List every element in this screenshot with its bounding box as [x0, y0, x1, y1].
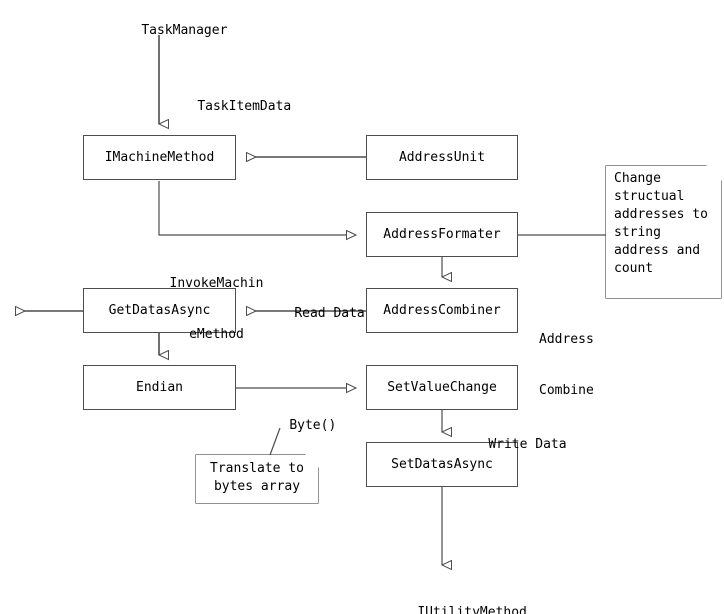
- actor-iutilitymethod-label: IUtilityMethod: [417, 605, 527, 614]
- edge-label-task-item-data: TaskItemData: [166, 81, 291, 132]
- edge-label-invoke-machine-method-line2: eMethod: [189, 327, 244, 342]
- edge-note-translate-connector: [269, 427, 281, 456]
- edge-label-address-combine: Address Combine: [539, 297, 594, 433]
- edge-label-task-item-data-text: TaskItemData: [197, 99, 292, 114]
- note-address-text: Change structual addresses to string add…: [614, 171, 716, 276]
- node-addressformater-label: AddressFormater: [383, 227, 501, 242]
- node-setvaluechange-label: SetValueChange: [387, 380, 497, 395]
- edge-label-invoke-machine-method: InvokeMachin eMethod: [159, 241, 274, 377]
- node-getdatasasync-label: GetDatasAsync: [108, 303, 211, 318]
- edge-label-address-combine-line2: Combine: [539, 383, 594, 398]
- edge-label-invoke-machine-method-line1: InvokeMachin: [169, 276, 264, 291]
- node-addressformater[interactable]: AddressFormater: [366, 212, 518, 257]
- node-addresscombiner-label: AddressCombiner: [383, 303, 501, 318]
- node-addressunit-label: AddressUnit: [398, 150, 486, 165]
- node-addresscombiner[interactable]: AddressCombiner: [366, 288, 518, 333]
- edge-label-read-data-text: Read Data: [294, 306, 365, 321]
- edge-label-byte-text: Byte(): [289, 418, 337, 433]
- note-translate-text: Translate to bytes array: [210, 461, 304, 494]
- node-setdatasasync-label: SetDatasAsync: [391, 457, 493, 472]
- edge-label-byte: Byte(): [258, 400, 336, 451]
- edge-label-write-data: Write Data: [457, 419, 567, 470]
- actor-taskmanager-label: TaskManager: [141, 23, 228, 38]
- node-getdatasasync[interactable]: GetDatasAsync: [83, 288, 236, 333]
- node-endian-label: Endian: [136, 380, 183, 395]
- actor-iutilitymethod: IUtilityMethod: [386, 590, 527, 614]
- note-translate: Translate to bytes array: [196, 455, 318, 503]
- actor-taskmanager: TaskManager: [110, 8, 227, 53]
- note-address: Change structual addresses to string add…: [606, 166, 721, 298]
- node-setvaluechange[interactable]: SetValueChange: [366, 365, 518, 410]
- edge-imachinemethod-to-addressformater: [158, 181, 356, 235]
- edge-label-read-data: Read Data: [263, 288, 365, 339]
- edge-label-address-combine-line1: Address: [539, 332, 594, 347]
- node-endian[interactable]: Endian: [83, 365, 236, 410]
- node-setdatasasync[interactable]: SetDatasAsync: [366, 442, 518, 487]
- node-imachinemethod[interactable]: IMachineMethod: [83, 135, 236, 180]
- node-addressunit[interactable]: AddressUnit: [366, 135, 518, 180]
- node-imachinemethod-label: IMachineMethod: [104, 150, 215, 165]
- edge-label-write-data-text: Write Data: [488, 437, 567, 452]
